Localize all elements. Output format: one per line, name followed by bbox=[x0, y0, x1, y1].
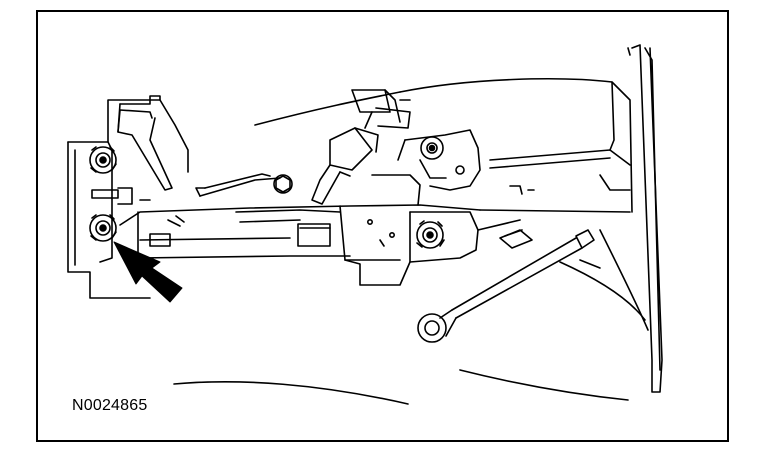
mounting-bracket bbox=[67, 95, 189, 299]
link-rod bbox=[417, 229, 595, 343]
panel-curve bbox=[173, 380, 409, 405]
upper-left-nut bbox=[89, 146, 117, 174]
handle-lever bbox=[311, 89, 411, 205]
upper-right-nut bbox=[420, 136, 444, 160]
reference-code: N0024865 bbox=[72, 397, 148, 414]
lower-left-nut bbox=[89, 214, 117, 242]
center-bolt bbox=[273, 174, 293, 194]
panel-background bbox=[254, 78, 649, 401]
lower-right-nut bbox=[416, 220, 445, 249]
right-latch-bracket bbox=[371, 129, 631, 206]
assembly-illustration bbox=[67, 44, 663, 405]
arrow-icon bbox=[113, 241, 183, 303]
diagram-frame bbox=[36, 10, 729, 442]
door-edge bbox=[627, 44, 663, 393]
latch-assembly bbox=[119, 173, 521, 286]
